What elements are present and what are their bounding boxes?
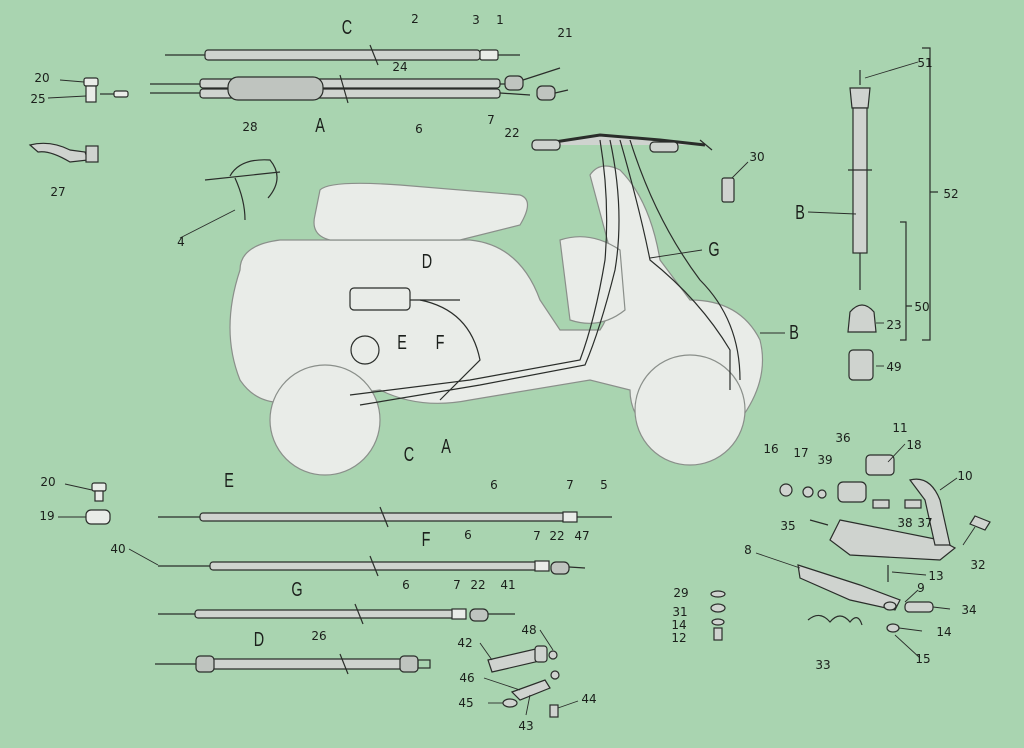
- part-number: 27: [50, 185, 66, 199]
- part-number: 29: [673, 586, 689, 600]
- part-number: 6: [490, 478, 498, 492]
- part-number: 36: [835, 431, 851, 445]
- cable-A: [150, 67, 569, 104]
- part-number: 49: [886, 360, 902, 374]
- part-number: 18: [906, 438, 922, 452]
- part-number: 46: [459, 671, 475, 685]
- part-number: 22: [549, 529, 565, 543]
- part-number: 11: [892, 421, 908, 435]
- part-27: [28, 142, 99, 163]
- part-number: 25: [30, 92, 46, 106]
- cable-E: [158, 506, 612, 528]
- part-number: 39: [817, 453, 833, 467]
- part-number: 14: [936, 625, 952, 639]
- part-number: 43: [518, 719, 534, 733]
- letter-D-scooter: D: [421, 251, 433, 273]
- letter-F-cable: F: [421, 529, 431, 551]
- part-number: 47: [574, 529, 590, 543]
- letter-C-top: C: [341, 17, 353, 39]
- part-number: 21: [557, 26, 573, 40]
- part-number: 41: [500, 578, 516, 592]
- part-number: 13: [928, 569, 944, 583]
- letter-A-top: A: [315, 115, 325, 137]
- part-number: 24: [392, 60, 408, 74]
- letter-A-scooter: A: [441, 436, 451, 458]
- part-4: [204, 159, 281, 221]
- part-number: 7: [487, 113, 495, 127]
- bracket-50: [900, 221, 912, 341]
- part-number: 14: [671, 618, 687, 632]
- letter-B-scooter: B: [789, 322, 799, 344]
- part-number: 28: [242, 120, 258, 134]
- part-30: [721, 177, 735, 203]
- cable-G: [158, 603, 515, 625]
- part-number: 6: [402, 578, 410, 592]
- parts-20-25: [83, 77, 129, 103]
- part-number: 6: [415, 122, 423, 136]
- letter-B-right: B: [795, 202, 805, 224]
- part-number: 4: [177, 235, 185, 249]
- letter-G-cable: G: [291, 579, 303, 601]
- part-number: 2: [411, 12, 419, 26]
- part-number: 17: [793, 446, 809, 460]
- part-number: 50: [914, 300, 930, 314]
- part-number: 7: [453, 578, 461, 592]
- leader-lines: [47, 61, 976, 716]
- scooter-outline: [229, 165, 764, 476]
- bracket-52: [922, 47, 938, 341]
- part-number: 9: [917, 581, 925, 595]
- part-number: 6: [464, 528, 472, 542]
- part-number: 38: [897, 516, 913, 530]
- part-number: 8: [744, 543, 752, 557]
- letter-D-cable: D: [253, 629, 265, 651]
- part-number: 19: [39, 509, 55, 523]
- part-number: 31: [672, 605, 688, 619]
- part-number: 16: [763, 442, 779, 456]
- part-number: 5: [600, 478, 608, 492]
- part-number: 26: [311, 629, 327, 643]
- part-number: 32: [970, 558, 986, 572]
- part-number: 48: [521, 623, 537, 637]
- letter-C-scooter: C: [403, 444, 415, 466]
- cable-routing: [349, 139, 741, 406]
- handlebar: [531, 133, 713, 153]
- part-number: 23: [886, 318, 902, 332]
- part-number: 37: [917, 516, 933, 530]
- part-number: 22: [470, 578, 486, 592]
- part-number: 42: [457, 636, 473, 650]
- letter-E-scooter: E: [397, 332, 407, 354]
- part-number: 1: [496, 13, 504, 27]
- part-number: 22: [504, 126, 520, 140]
- part-number: 33: [815, 658, 831, 672]
- cable-C: [165, 44, 520, 66]
- part-number: 35: [780, 519, 796, 533]
- part-number: 15: [915, 652, 931, 666]
- part-number: 12: [671, 631, 687, 645]
- part-number: 10: [957, 469, 973, 483]
- letter-E-cable: E: [224, 470, 234, 492]
- part-number: 44: [581, 692, 597, 706]
- part-number: 20: [34, 71, 50, 85]
- cable-B-assembly: [847, 70, 877, 381]
- part-number: 7: [533, 529, 541, 543]
- part-number: 34: [961, 603, 977, 617]
- lever-parts: [487, 645, 560, 718]
- part-number: 20: [40, 475, 56, 489]
- part-number: 30: [749, 150, 765, 164]
- cable-F: [158, 555, 586, 577]
- cable-D: [155, 653, 431, 675]
- part-number: 3: [472, 13, 480, 27]
- part-number: 7: [566, 478, 574, 492]
- stand-assembly: [779, 454, 991, 633]
- small-stack: [710, 590, 726, 641]
- letter-G-scooter: G: [708, 239, 720, 261]
- letter-F-scooter: F: [435, 332, 445, 354]
- part-number: 45: [458, 696, 474, 710]
- part-number: 40: [110, 542, 126, 556]
- part-number: 52: [943, 187, 959, 201]
- part-number: 51: [917, 56, 933, 70]
